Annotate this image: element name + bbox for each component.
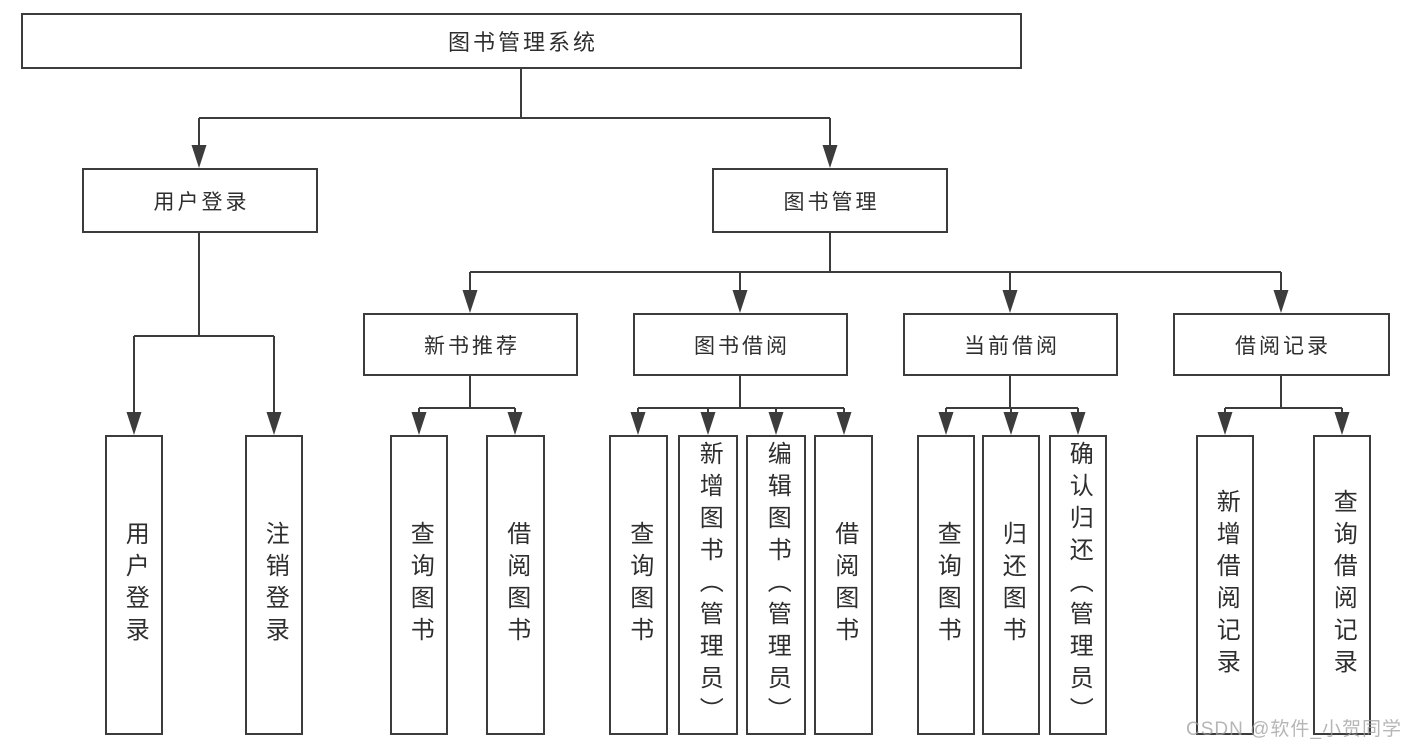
leaf-borrow-borrow: 借阅图书 xyxy=(814,435,873,735)
leaf-label: 新增借阅记录 xyxy=(1212,489,1240,681)
leaf-records-query: 查询借阅记录 xyxy=(1313,435,1371,735)
node-book-borrow: 图书借阅 xyxy=(633,313,848,376)
leaf-label: 查询图书 xyxy=(406,521,434,649)
leaf-current-query: 查询图书 xyxy=(917,435,975,735)
leaf-logout: 注销登录 xyxy=(245,435,303,735)
leaf-borrow-query: 查询图书 xyxy=(609,435,668,735)
node-borrow-records: 借阅记录 xyxy=(1173,313,1390,376)
node-label: 当前借阅 xyxy=(964,334,1060,358)
node-label: 图书管理系统 xyxy=(447,30,598,55)
leaf-label: 查询图书 xyxy=(933,521,961,649)
leaf-label: 编辑图书（管理员） xyxy=(763,441,791,729)
node-book-mgmt: 图书管理 xyxy=(712,168,948,233)
leaf-newbooks-borrow: 借阅图书 xyxy=(486,435,545,735)
node-label: 用户登录 xyxy=(153,190,250,214)
leaf-current-return: 归还图书 xyxy=(982,435,1040,735)
node-label: 借阅记录 xyxy=(1235,334,1331,358)
node-current-borrow: 当前借阅 xyxy=(903,313,1118,376)
csdn-watermark: CSDN @软件_小贺同学 xyxy=(1186,719,1402,740)
node-user-login: 用户登录 xyxy=(82,168,318,233)
node-label: 图书管理 xyxy=(783,190,880,214)
leaf-user-login: 用户登录 xyxy=(105,435,163,735)
leaf-label: 查询图书 xyxy=(625,521,653,649)
leaf-borrow-edit-admin: 编辑图书（管理员） xyxy=(746,435,806,735)
leaf-label: 确认归还（管理员） xyxy=(1065,441,1093,729)
leaf-label: 借阅图书 xyxy=(830,521,858,649)
node-label: 新书推荐 xyxy=(424,334,520,358)
leaf-label: 查询借阅记录 xyxy=(1329,489,1357,681)
node-new-books: 新书推荐 xyxy=(363,313,578,376)
leaf-current-confirm-admin: 确认归还（管理员） xyxy=(1049,435,1107,735)
leaf-newbooks-query: 查询图书 xyxy=(390,435,448,735)
leaf-label: 用户登录 xyxy=(121,521,149,649)
leaf-borrow-add-admin: 新增图书（管理员） xyxy=(678,435,738,735)
leaf-records-add: 新增借阅记录 xyxy=(1196,435,1254,735)
node-label: 图书借阅 xyxy=(694,334,790,358)
node-root: 图书管理系统 xyxy=(21,13,1022,69)
leaf-label: 归还图书 xyxy=(998,521,1026,649)
leaf-label: 注销登录 xyxy=(261,521,289,649)
leaf-label: 借阅图书 xyxy=(502,521,530,649)
leaf-label: 新增图书（管理员） xyxy=(695,441,723,729)
